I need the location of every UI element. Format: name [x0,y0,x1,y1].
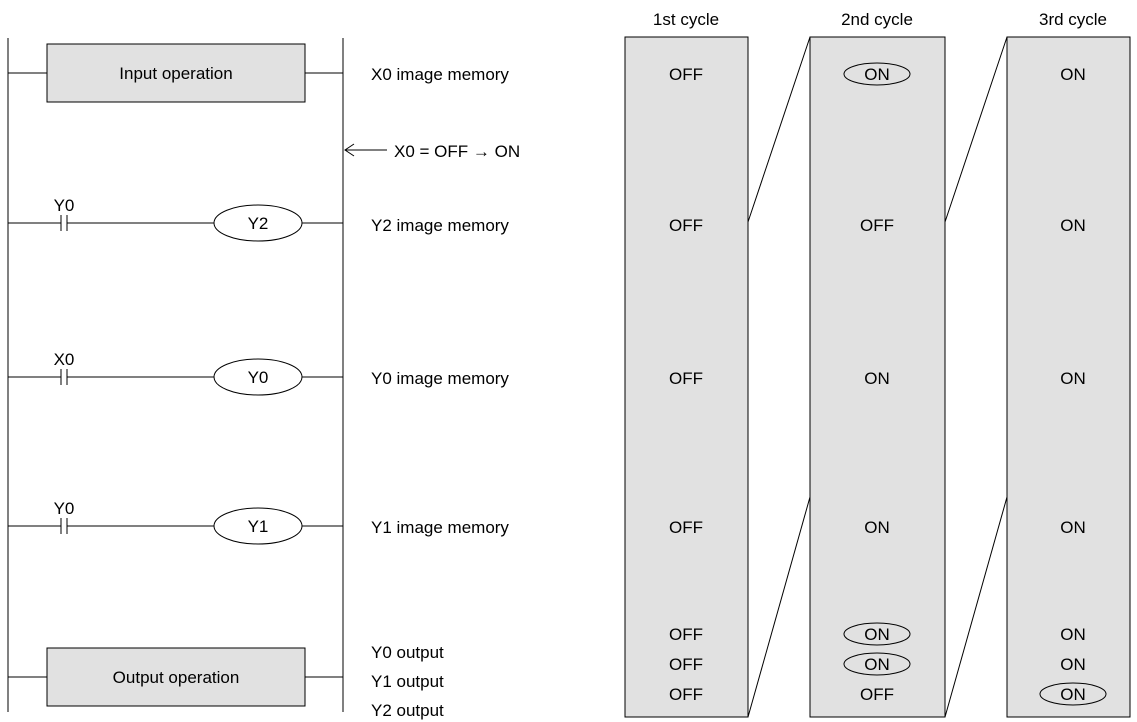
y0-output-cycle-1: OFF [669,625,703,644]
scan-connector-1-2-bottom [747,496,811,718]
scan-connector-1-2-top [747,36,811,223]
contact-label-y0: Y0 [54,499,75,518]
y1-state-cycle-2: ON [864,518,890,537]
y2-output-label: Y2 output [371,701,444,720]
y0-output-cycle-3: ON [1060,625,1086,644]
change-highlight-x0 [843,62,911,86]
ladder-rung-1: Y0 Y2 [8,196,343,242]
y0-output-label: Y0 output [371,643,444,662]
y1-output-cycle-2: ON [864,655,890,674]
contact-label-x0: X0 [54,350,75,369]
coil-label-y1: Y1 [248,517,269,536]
y1-output-cycle-1: OFF [669,655,703,674]
y0-state-cycle-1: OFF [669,369,703,388]
output-operation-block [46,647,306,707]
y2-state-cycle-3: ON [1060,216,1086,235]
cycle-1-column [624,36,749,718]
cycle-3-header: 3rd cycle [1039,10,1107,29]
y2-output-cycle-2: OFF [860,685,894,704]
x0-state-cycle-1: OFF [669,65,703,84]
y2-state-cycle-2: OFF [860,216,894,235]
y0-memory-label: Y0 image memory [371,369,509,388]
x0-state-cycle-3: ON [1060,65,1086,84]
transition-note: X0 = OFF → ON [394,142,520,161]
cycle-1-header: 1st cycle [653,10,719,29]
y0-output-cycle-2: ON [864,625,890,644]
coil-label-y2: Y2 [248,214,269,233]
input-operation-label: Input operation [119,64,232,83]
output-operation-label: Output operation [113,668,240,687]
change-highlight-y0-output [843,622,911,646]
y1-state-cycle-3: ON [1060,518,1086,537]
contact-label-y0: Y0 [54,196,75,215]
cycle-3-column [1006,36,1131,718]
change-highlight-y2-output [1039,682,1107,706]
x0-state-cycle-2: ON [864,65,890,84]
input-operation-block [46,43,306,103]
y2-state-cycle-1: OFF [669,216,703,235]
transition-arrow [344,143,387,157]
y2-output-cycle-3: ON [1060,685,1086,704]
y2-memory-label: Y2 image memory [371,216,509,235]
y1-output-cycle-3: ON [1060,655,1086,674]
y1-state-cycle-1: OFF [669,518,703,537]
change-highlight-y1-output [843,652,911,676]
coil-label-y0: Y0 [248,368,269,387]
y1-output-label: Y1 output [371,672,444,691]
x0-memory-label: X0 image memory [371,65,509,84]
cycle-2-column [809,36,946,718]
y0-state-cycle-2: ON [864,369,890,388]
cycle-2-header: 2nd cycle [841,10,913,29]
ladder-rung-2: X0 Y0 [8,350,343,396]
scan-connector-2-3-bottom [944,496,1008,718]
scan-connector-2-3-top [944,36,1008,223]
y1-memory-label: Y1 image memory [371,518,509,537]
y0-state-cycle-3: ON [1060,369,1086,388]
y2-output-cycle-1: OFF [669,685,703,704]
ladder-rung-3: Y0 Y1 [8,499,343,545]
